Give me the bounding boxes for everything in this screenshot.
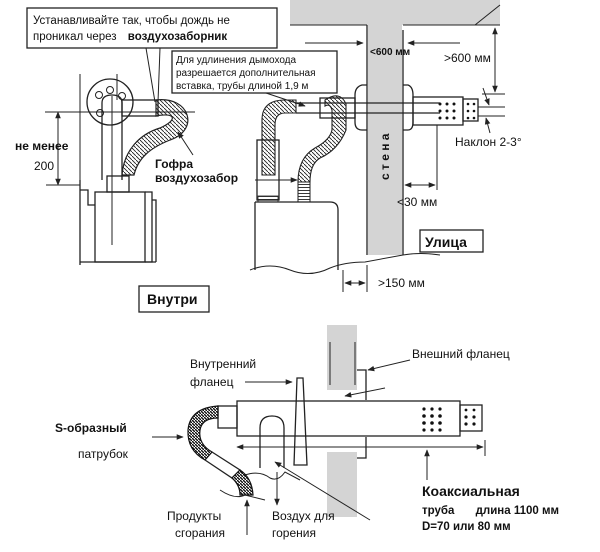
label-air-1: Воздух для xyxy=(272,509,335,523)
coaxial-kit-view: Внешний фланец Внутренний фланец xyxy=(55,325,559,540)
label-outside: Улица xyxy=(425,234,467,250)
label-min-value: 200 xyxy=(34,159,54,173)
dim-protrusion: <30 мм xyxy=(397,195,437,209)
label-outer-flange: Внешний фланец xyxy=(412,347,510,361)
wall-section-view: <600 мм >600 мм Для удлинения дымохода р… xyxy=(171,0,522,292)
label-corrugated-2: воздухозабор xyxy=(155,171,238,185)
dim-height: >600 мм xyxy=(444,51,491,65)
callout-rain-line1: Устанавливайте так, чтобы дождь не xyxy=(33,15,230,27)
label-min: не менее xyxy=(15,139,69,153)
inside-view: Устанавливайте так, чтобы дождь не прони… xyxy=(15,7,278,313)
label-s-pipe-2: патрубок xyxy=(78,447,129,461)
label-s-pipe-1: S-образный xyxy=(55,421,127,435)
callout-rain-line2: проникал через воздухозаборник xyxy=(33,31,227,43)
label-corrugated-1: Гофра xyxy=(155,157,193,171)
label-coaxial-3: D=70 или 80 мм xyxy=(422,521,511,533)
label-coaxial-length: длина 1100 мм xyxy=(476,505,559,517)
callout-extension-line3: вставка, трубы длиной 1,9 м xyxy=(176,80,308,92)
label-inner-flange-2: фланец xyxy=(190,375,234,389)
label-air-2: горения xyxy=(272,526,316,540)
label-coaxial-1: Коаксиальная xyxy=(422,483,520,499)
label-wall: с т е н а xyxy=(378,133,392,180)
terminal-holes xyxy=(438,102,476,120)
callout-rain-bold: воздухозаборник xyxy=(128,31,228,43)
label-slope: Наклон 2-3° xyxy=(455,135,522,149)
callout-extension-line2: разрешается дополнительная xyxy=(176,68,316,79)
dim-wall-thickness: <600 мм xyxy=(370,47,410,58)
label-coaxial-pipe: труба xyxy=(422,505,455,517)
coaxial-holes xyxy=(422,407,476,432)
label-inner-flange-1: Внутренний xyxy=(190,357,256,371)
label-inside: Внутри xyxy=(147,291,198,307)
callout-rain: Устанавливайте так, чтобы дождь не прони… xyxy=(26,7,278,103)
label-combustion-2: сгорания xyxy=(175,526,225,540)
label-coaxial-2: труба длина 1100 мм xyxy=(422,505,559,517)
dim-clearance: >150 мм xyxy=(378,276,425,290)
callout-extension: Для удлинения дымохода разрешается допол… xyxy=(171,50,338,107)
callout-rain-prefix: проникал через xyxy=(33,31,117,43)
callout-extension-line1: Для удлинения дымохода xyxy=(176,55,297,66)
label-combustion-1: Продукты xyxy=(167,509,221,523)
